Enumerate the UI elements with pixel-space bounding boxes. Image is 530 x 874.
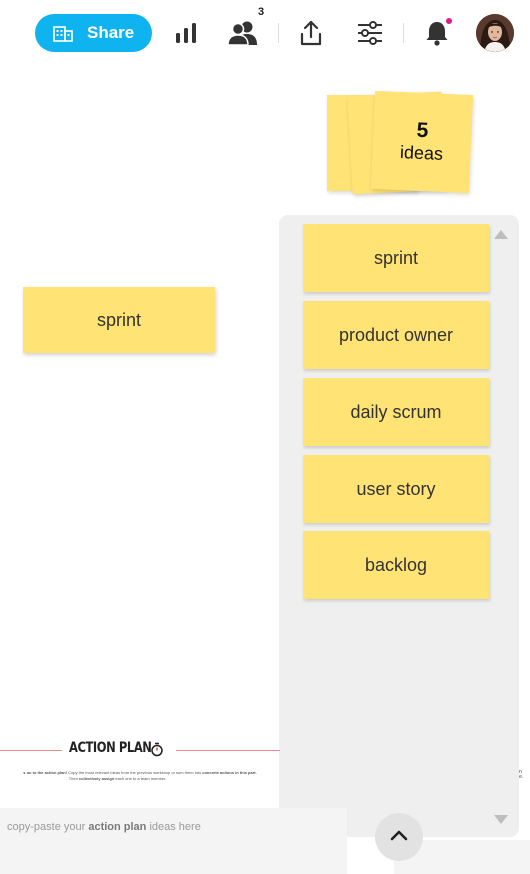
action-plan-description-2: Then collectively assign each one to a t… [68,776,167,781]
stack-card-top: 5 ideas [370,90,474,194]
idea-card-label: product owner [338,324,454,345]
stopwatch-icon [150,742,164,762]
building-grid-icon [53,24,73,42]
idea-card[interactable]: user story [303,455,489,523]
action-plan-description-cut: n e. [519,769,524,780]
action-plan-drop-area[interactable] [0,808,347,874]
idea-card-label: user story [356,478,436,499]
action-plan-divider-left [0,750,62,751]
share-button[interactable]: Share [35,14,152,52]
idea-card[interactable]: sprint [303,224,489,292]
action-plan-title: ACTION PLAN [69,740,152,756]
chevron-up-icon [390,828,408,846]
top-toolbar: Share 3 [0,0,530,68]
idea-card-label: sprint [373,247,418,268]
scroll-up-icon[interactable] [493,227,509,245]
idea-card-label: backlog [364,554,428,575]
action-plan-description: s on to the action plan! Copy the most r… [23,770,257,775]
bar-chart-icon[interactable] [175,22,197,49]
bell-icon[interactable] [425,20,449,51]
toolbar-divider [278,23,279,43]
ideas-panel: sprint product owner daily scrum user st… [279,215,519,837]
toolbar-divider [403,23,404,43]
idea-card[interactable]: backlog [303,531,489,599]
sticky-note-text: sprint [96,309,141,330]
idea-card[interactable]: daily scrum [303,378,489,446]
sliders-icon[interactable] [357,21,383,50]
paste-hint: copy-paste your action plan ideas here [7,821,201,833]
idea-card[interactable]: product owner [303,301,489,369]
ideas-count: 5 [416,118,429,143]
scroll-down-icon[interactable] [493,813,509,831]
users-icon[interactable] [227,20,258,51]
collapse-panel-button[interactable] [375,813,423,861]
avatar[interactable] [476,14,514,52]
share-label: Share [87,23,135,42]
canvas-sticky-note[interactable]: sprint [23,287,215,353]
upload-icon[interactable] [300,20,322,51]
users-count-badge: 3 [258,6,265,18]
action-plan-divider-right [176,750,280,751]
ideas-stack[interactable]: 5 ideas [326,90,476,200]
notification-dot [446,18,452,24]
ideas-label: ideas [399,142,444,164]
idea-card-label: daily scrum [350,401,442,422]
